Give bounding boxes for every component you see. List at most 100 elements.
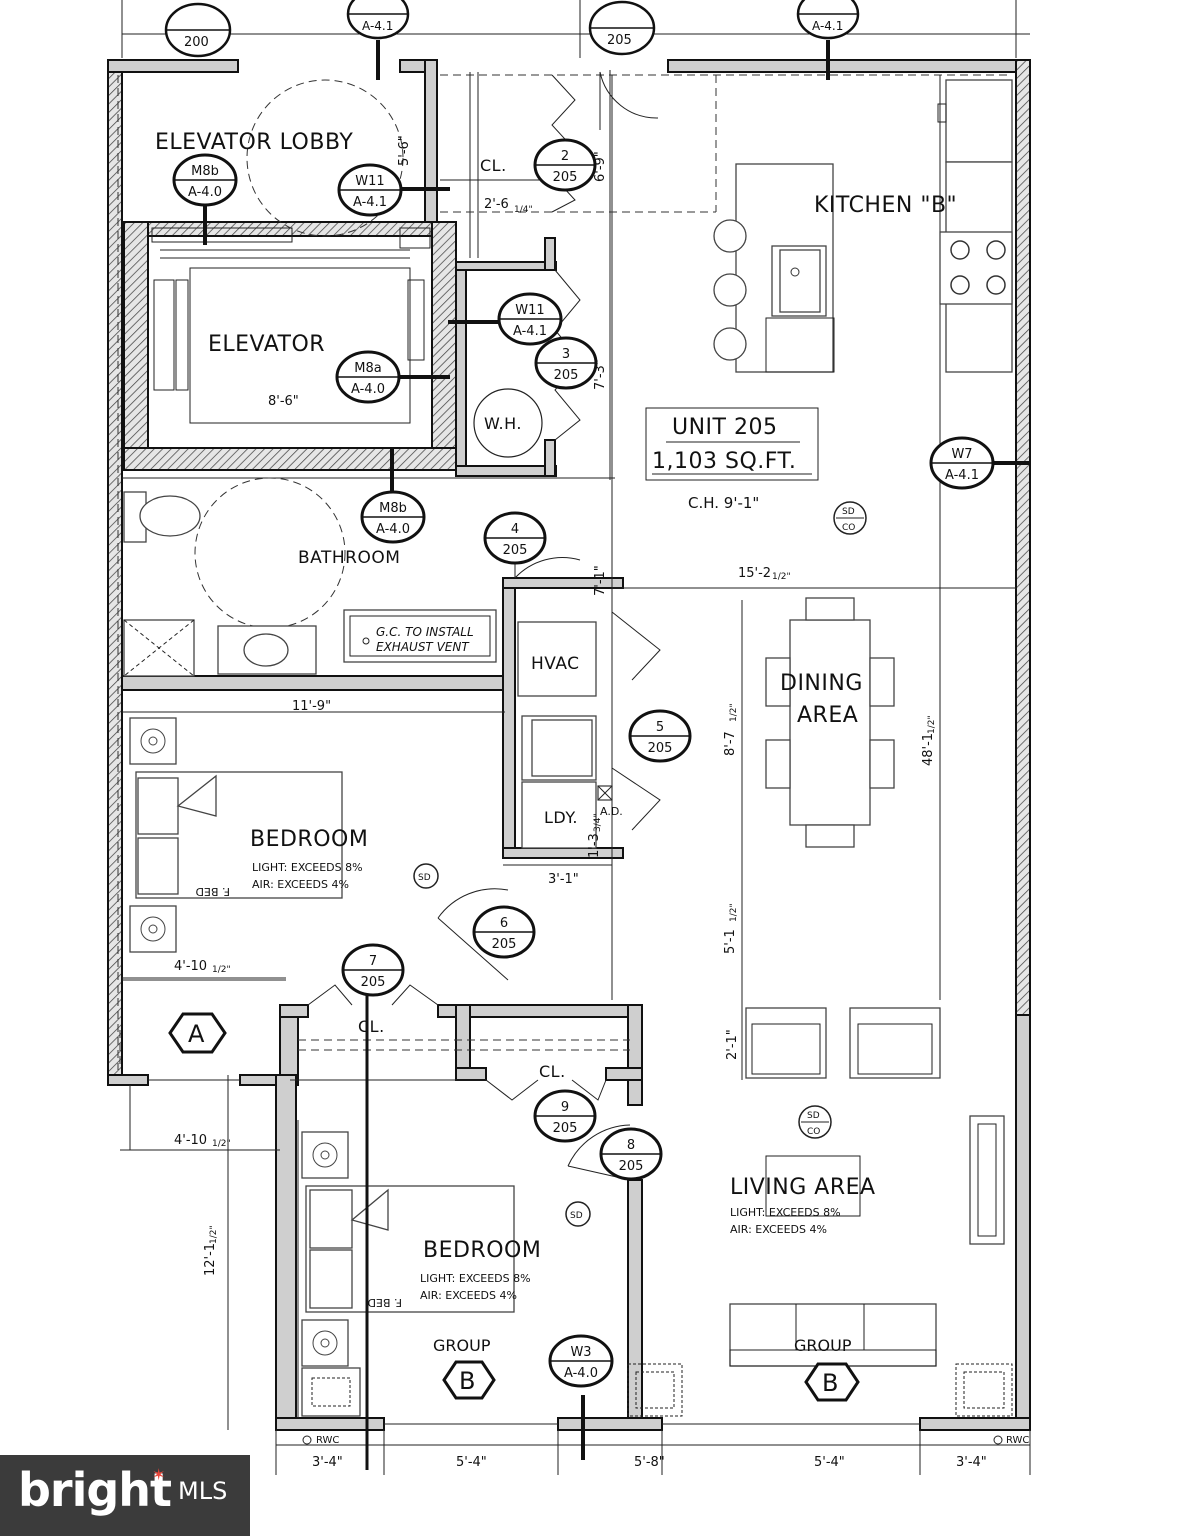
- closet-bedroom-label: CL.: [539, 1062, 566, 1081]
- section-tags: M8bA-4.0W11A-4.1W11A-4.1M8aA-4.0M8bA-4.0…: [172, 153, 995, 1388]
- svg-text:200: 200: [184, 35, 209, 50]
- svg-text:CO: CO: [807, 1127, 820, 1137]
- kitchen-label: KITCHEN "B": [814, 193, 957, 218]
- watermark-spark-icon: ✶: [152, 1465, 166, 1484]
- top-edge-tag-2: A-4.1: [346, 0, 410, 40]
- section-tag-m8b-0-bottom: A-4.0: [188, 185, 222, 200]
- door-tag-7-bottom: 205: [361, 975, 386, 990]
- watermark-brand: bright: [18, 1463, 172, 1517]
- group-b-hexagon-left: [442, 1360, 496, 1400]
- dim-bedroom-width-frac: 1/2": [212, 965, 231, 975]
- fbed-label-1: F. BED: [195, 885, 230, 898]
- kitchen-fixtures: [713, 79, 1013, 373]
- dining-label-line1: DINING: [780, 671, 863, 696]
- dim-unit-height-frac: 1/2": [927, 715, 937, 734]
- dim-bottom-2: 5'-4": [456, 1455, 487, 1470]
- exhaust-note-line2: EXHAUST VENT: [376, 640, 470, 654]
- section-cut-lines: [203, 40, 1030, 1470]
- rwc-right-label: RWC: [1006, 1435, 1029, 1446]
- dim-stair-width-frac: 1/2": [212, 1139, 231, 1149]
- door-tag-5-bottom: 205: [648, 741, 673, 756]
- section-tag-w11-2-top: W11: [515, 303, 544, 318]
- door-tag-6-top: 6: [500, 916, 508, 931]
- top-edge-tag-3: 205: [588, 0, 656, 56]
- dim-ldy-height-frac: 3/4": [593, 813, 603, 832]
- door-tag-2-bottom: 205: [553, 170, 578, 185]
- dim-dining-height-frac: 1/2": [729, 703, 739, 722]
- dim-closet-height: 6'-9": [593, 151, 608, 182]
- dim-unit-width: 15'-2: [738, 566, 771, 581]
- living-label: LIVING AREA: [730, 1175, 876, 1200]
- closet-center-label: CL.: [358, 1017, 385, 1036]
- dim-bath-width: 11'-9": [292, 699, 331, 714]
- door-tag-3-top: 3: [562, 347, 570, 362]
- smoke-co-detector-2: SD CO: [798, 1105, 832, 1139]
- bathroom-fixtures: [123, 491, 497, 677]
- group-b-letter-right: B: [822, 1369, 838, 1397]
- smoke-detector-sd2: SD: [565, 1201, 591, 1227]
- group-label-right: GROUP: [794, 1336, 852, 1355]
- top-edge-tag-4: A-4.1: [796, 0, 860, 40]
- door-tag-4-bottom: 205: [503, 543, 528, 558]
- bedroom2-furniture: [301, 1131, 515, 1417]
- section-tag-w11-2-bottom: A-4.1: [513, 324, 547, 339]
- door-tag-8-bottom: 205: [619, 1159, 644, 1174]
- elevator-car: [151, 227, 431, 424]
- utility-fixtures: [517, 621, 613, 849]
- svg-text:SD: SD: [807, 1111, 820, 1121]
- section-tag-m8a-3-bottom: A-4.0: [351, 382, 385, 397]
- bedroom2-air-note: AIR: EXCEEDS 4%: [420, 1289, 517, 1302]
- bathroom-label: BATHROOM: [298, 548, 400, 568]
- section-tag-w11-1-bottom: A-4.1: [353, 195, 387, 210]
- fbed-label-2: F. BED: [367, 1296, 402, 1309]
- group-b-letter-left: B: [459, 1367, 475, 1395]
- dim-bedroom2-height-frac: 1/2": [209, 1225, 219, 1244]
- watermark-suffix: MLS: [178, 1477, 228, 1505]
- dim-bedroom2-height: 12'-1: [203, 1243, 218, 1276]
- dim-bath-height: 7'-1": [593, 565, 608, 596]
- door-tag-4-top: 4: [511, 522, 519, 537]
- dining-table: [765, 597, 895, 848]
- unit-name: UNIT 205: [672, 415, 777, 440]
- dim-mid-height-frac: 1/2": [729, 903, 739, 922]
- door-tag-3-bottom: 205: [554, 368, 579, 383]
- bedroom1-label: BEDROOM: [250, 827, 368, 852]
- section-tag-w7-5-bottom: A-4.1: [945, 468, 979, 483]
- water-heater-circle: [473, 388, 543, 458]
- dim-unit-width-frac: 1/2": [772, 572, 791, 582]
- dim-ldy-height: 1'-3: [587, 833, 602, 858]
- dim-bottom-3: 5'-8": [634, 1455, 665, 1470]
- exhaust-note-line1: G.C. TO INSTALL: [376, 625, 474, 639]
- door-tag-5-top: 5: [656, 720, 664, 735]
- group-label-left: GROUP: [433, 1336, 491, 1355]
- dim-stair-width: 4'-10: [174, 1133, 207, 1148]
- dim-bottom-5: 3'-4": [956, 1455, 987, 1470]
- svg-text:SD: SD: [570, 1211, 583, 1221]
- dim-closet-depth: 2'-1": [725, 1029, 740, 1060]
- elevator-label: ELEVATOR: [208, 332, 325, 357]
- svg-text:205: 205: [607, 33, 632, 48]
- section-tag-w3-6: W3A-4.0: [548, 1334, 614, 1388]
- svg-text:SD: SD: [418, 873, 431, 883]
- rwc-left-label: RWC: [316, 1435, 339, 1446]
- dim-unit-height: 48'-1: [921, 733, 936, 766]
- dim-bedroom-width: 4'-10: [174, 959, 207, 974]
- laundry-label: LDY.: [544, 808, 578, 827]
- smoke-co-detector-1: SD CO: [833, 501, 867, 535]
- unit-info-box: [645, 407, 819, 481]
- door-tag-8-top: 8: [627, 1138, 635, 1153]
- section-tag-w7-5-top: W7: [951, 447, 972, 462]
- bright-mls-watermark: bright ✶ MLS: [0, 1455, 250, 1536]
- elevator-lobby-label: ELEVATOR LOBBY: [155, 130, 353, 155]
- floor-drain-label: A.D.: [600, 805, 623, 818]
